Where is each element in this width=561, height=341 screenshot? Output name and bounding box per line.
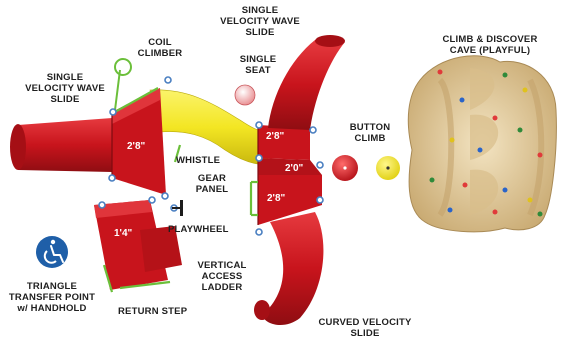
button-climb <box>332 155 400 181</box>
label-line: PANEL <box>182 184 242 195</box>
label-climb-discover: CLIMB & DISCOVER CAVE (PLAYFUL) <box>430 34 550 56</box>
label-line: CLIMBER <box>125 48 195 59</box>
accessibility-icon <box>36 236 68 268</box>
label-line: SINGLE <box>210 5 310 16</box>
dim-deck-right-bottom: 2'8" <box>267 193 285 204</box>
label-line: SLIDE <box>305 328 425 339</box>
label-coil-climber: COIL CLIMBER <box>125 37 195 59</box>
label-line: SLIDE <box>210 27 310 38</box>
label-line: COIL <box>125 37 195 48</box>
label-triangle-transfer: TRIANGLE TRANSFER POINT w/ HANDHOLD <box>2 281 102 314</box>
label-gear-panel: GEAR PANEL <box>182 173 242 195</box>
playwheel <box>172 200 183 216</box>
label-left-wave-slide: SINGLE VELOCITY WAVE SLIDE <box>5 72 125 105</box>
label-line: VELOCITY WAVE <box>5 83 125 94</box>
dim-deck-lower: 1'4" <box>114 228 132 239</box>
label-line: VERTICAL <box>192 260 252 271</box>
label-line: GEAR <box>182 173 242 184</box>
label-line: SEAT <box>228 65 288 76</box>
label-line: SINGLE <box>5 72 125 83</box>
dim-deck-right-top: 2'8" <box>266 131 284 142</box>
curved-velocity-slide <box>262 212 323 325</box>
label-line: CLIMB & DISCOVER <box>430 34 550 45</box>
label-line: ACCESS <box>192 271 252 282</box>
left-wave-slide <box>10 118 112 172</box>
label-line: BUTTON <box>340 122 400 133</box>
label-line: LADDER <box>192 282 252 293</box>
label-single-seat: SINGLE SEAT <box>228 54 288 76</box>
label-line: TRIANGLE <box>2 281 102 292</box>
label-vertical-access: VERTICAL ACCESS LADDER <box>192 260 252 293</box>
label-line: CAVE (PLAYFUL) <box>430 45 550 56</box>
label-line: SINGLE <box>228 54 288 65</box>
label-line: w/ HANDHOLD <box>2 303 102 314</box>
label-top-wave-slide: SINGLE VELOCITY WAVE SLIDE <box>210 5 310 38</box>
label-line: CURVED VELOCITY <box>305 317 425 328</box>
label-line: VELOCITY WAVE <box>210 16 310 27</box>
label-line: CLIMB <box>340 133 400 144</box>
label-line: TRANSFER POINT <box>2 292 102 303</box>
dim-deck-left: 2'8" <box>127 141 145 152</box>
label-curved-slide: CURVED VELOCITY SLIDE <box>305 317 425 339</box>
label-button-climb: BUTTON CLIMB <box>340 122 400 144</box>
label-playwheel: PLAYWHEEL <box>168 224 229 235</box>
label-return-step: RETURN STEP <box>118 306 187 317</box>
climb-discover-cave <box>408 56 556 232</box>
label-line: SLIDE <box>5 94 125 105</box>
label-whistle: WHISTLE <box>176 155 220 166</box>
dim-deck-right-mid: 2'0" <box>285 163 303 174</box>
single-seat <box>235 85 255 105</box>
